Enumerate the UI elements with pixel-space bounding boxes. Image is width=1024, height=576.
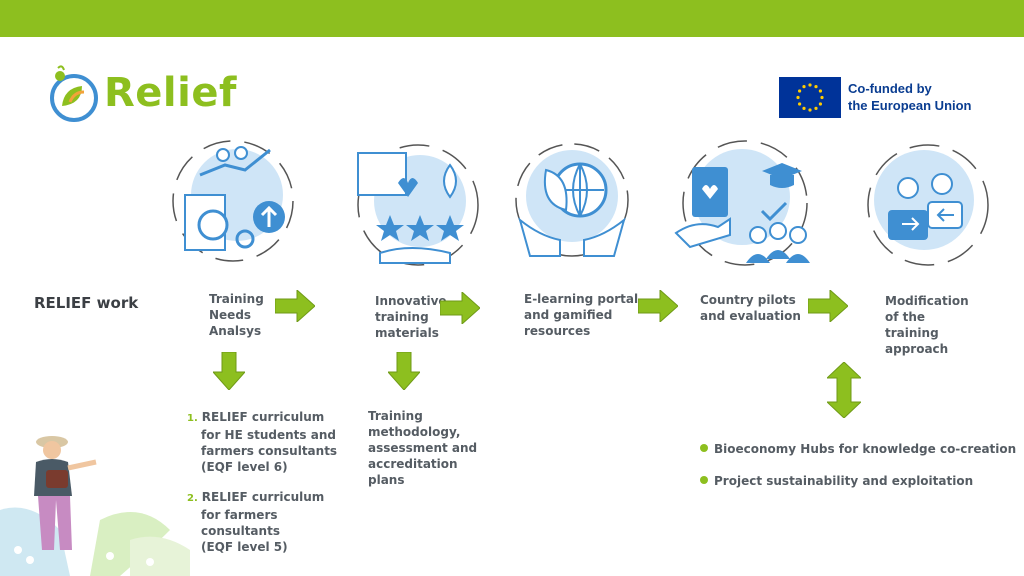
curriculum-item-2: 2.RELIEF curriculum for farmers consulta… [187,490,325,554]
farmer-illustration [0,436,190,576]
needs-analysis-icon [172,140,294,262]
relief-logo [50,65,98,122]
flow-arrow-down-2 [388,352,420,390]
outcome-item-2: Project sustainability and exploitation [700,473,973,489]
country-pilots-icon [674,140,810,266]
bullet-icon [700,476,708,484]
flow-arrow-updown [827,362,861,418]
flow-arrow-right-4 [808,290,848,322]
flow-arrow-right-3 [638,290,678,322]
elearning-portal-icon [515,143,629,257]
outcome-item-1: Bioeconomy Hubs for knowledge co-creatio… [700,441,1016,457]
curriculum-number-1: 1. [187,413,198,424]
bullet-icon [700,444,708,452]
relief-work-title: RELIEF work [34,294,139,312]
flow-arrow-right-2 [440,292,480,324]
curriculum-item-1: 1.RELIEF curriculum for HE students and … [187,410,338,474]
eu-line-2: the European Union [848,98,972,113]
eu-flag-icon [779,77,841,118]
modification-icon [867,144,989,266]
curriculum-number-2: 2. [187,493,198,504]
brand-name: Relief [104,70,237,116]
training-materials-icon [357,144,479,266]
flow-arrow-down-1 [213,352,245,390]
flow-arrow-right-1 [275,290,315,322]
eu-cofunding-text: Co-funded by the European Union [848,80,972,114]
eu-line-1: Co-funded by [848,81,932,96]
top-banner [0,0,1024,37]
